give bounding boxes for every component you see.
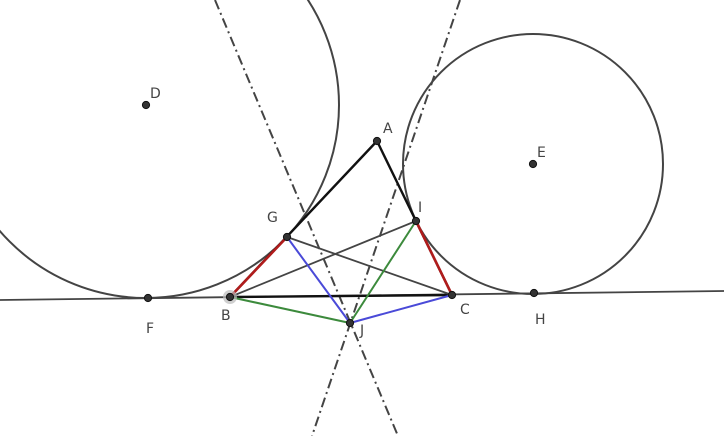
point-a: [372, 136, 382, 146]
segments-layer: [228, 139, 454, 324]
label-a: A: [383, 121, 393, 137]
seg-bi: [229, 220, 417, 298]
point-j: [345, 318, 355, 328]
label-d: D: [150, 86, 161, 102]
label-i: I: [418, 200, 422, 216]
seg-ic: [414, 219, 454, 297]
seg-ji: [349, 220, 417, 324]
labels-layer: A B C D E F G H I J: [146, 86, 546, 339]
label-b: B: [221, 308, 231, 324]
dashdot-line-right: [311, 0, 461, 436]
label-g: G: [267, 210, 278, 226]
point-i: [411, 216, 421, 226]
circle-d: [0, 0, 340, 299]
seg-gj: [286, 236, 351, 324]
point-d: [141, 100, 151, 110]
points-layer: [141, 100, 539, 328]
point-g: [282, 232, 292, 242]
seg-bg: [228, 235, 289, 299]
seg-bc: [228, 293, 454, 299]
seg-jc: [349, 294, 453, 324]
point-c: [447, 290, 457, 300]
dashdot-line-left: [214, 0, 399, 436]
label-c: C: [460, 302, 470, 318]
point-f: [143, 293, 153, 303]
label-j: J: [359, 323, 364, 339]
point-e: [528, 159, 538, 169]
label-h: H: [535, 312, 546, 328]
point-h: [529, 288, 539, 298]
label-e: E: [537, 145, 546, 161]
seg-gc: [286, 236, 453, 296]
point-b: [225, 292, 235, 302]
seg-bj: [229, 296, 351, 324]
label-f: F: [146, 321, 154, 337]
